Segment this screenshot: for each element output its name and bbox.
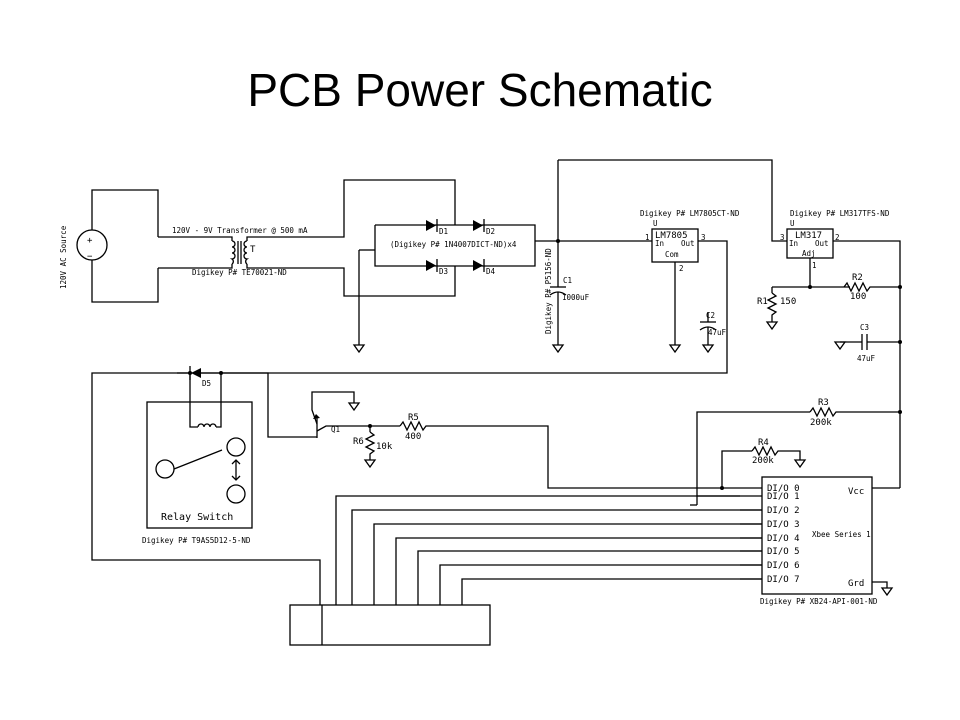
- lm7805-pin3: 3: [701, 233, 706, 242]
- lm7805-out: Out: [681, 239, 695, 248]
- slide-title: PCB Power Schematic: [247, 64, 713, 116]
- bus-wire-dio6: [439, 564, 762, 605]
- lm7805-name: LM7805: [655, 231, 688, 241]
- bus-wire-dio5: [417, 550, 762, 605]
- transformer-designator: T: [250, 245, 256, 255]
- bridge-part: (Digikey P# 1N4007DICT-ND)x4: [390, 240, 517, 249]
- xbee-vcc: Vcc: [848, 487, 864, 497]
- diode-d5: D5: [177, 366, 223, 388]
- regulator-lm317: Digikey P# LM317TFS-ND U LM317 In Out Ad…: [780, 209, 901, 488]
- lm7805-part: Digikey P# LM7805CT-ND: [640, 209, 740, 218]
- bus-wire-dio7: [461, 578, 762, 605]
- lm317-pin3: 3: [780, 233, 785, 242]
- xbee-pin-5: DI/O 5: [767, 547, 800, 557]
- capacitor-c1: C1 1000uF Digikey P# P5156-ND: [544, 159, 787, 345]
- bus-wire-dio1: [335, 495, 740, 605]
- r1-name: R1: [757, 297, 768, 307]
- resistor-r5: R5 400: [368, 413, 740, 489]
- c3-name: C3: [860, 323, 869, 332]
- transformer: 120V - 9V Transformer @ 500 mA T Digikey…: [158, 179, 456, 297]
- xbee-gnd: Grd: [848, 579, 864, 589]
- lm317-u: U: [790, 219, 795, 228]
- r5-name: R5: [408, 413, 419, 423]
- r6-value: 10k: [376, 442, 393, 452]
- r5-value: 400: [405, 432, 421, 442]
- transistor-q1: Q1: [311, 391, 370, 438]
- r6-name: R6: [353, 437, 364, 447]
- xbee-pin-2: DI/O 2: [767, 506, 800, 516]
- lm7805-pin1: 1: [645, 233, 650, 242]
- resistor-r2: R2 100: [808, 273, 902, 302]
- bus-wire-dio2: [351, 509, 762, 605]
- xbee-module: DI/O 0DI/O 1 DI/O 2 DI/O 3 DI/O 4 DI/O 5 DI/O…: [740, 476, 900, 606]
- lm317-pin2: 2: [835, 233, 840, 242]
- c1-name: C1: [563, 276, 572, 285]
- r3-value: 200k: [810, 418, 832, 428]
- ac-source: + − 120V AC Source: [59, 189, 159, 303]
- resistor-r4: R4 200k: [720, 438, 807, 490]
- bus-wire-dio4: [395, 537, 762, 605]
- lm7805-in: In: [655, 239, 664, 248]
- relay-part: Digikey P# T9AS5D12-5-ND: [142, 536, 251, 545]
- xbee-pin-6: DI/O 6: [767, 561, 800, 571]
- lm317-in: In: [789, 239, 798, 248]
- xbee-pin-3: DI/O 3: [767, 520, 800, 530]
- lm317-part: Digikey P# LM317TFS-ND: [790, 209, 890, 218]
- xbee-pin-7: DI/O 7: [767, 575, 800, 585]
- lm317-pin1: 1: [812, 261, 817, 270]
- c1-value: 1000uF: [562, 293, 590, 302]
- xbee-part: Digikey P# XB24-API-001-ND: [760, 597, 878, 606]
- xbee-pin-0: DI/O 0: [767, 484, 800, 494]
- relay-label: Relay Switch: [161, 512, 233, 523]
- resistor-r6: R6 10k: [353, 426, 393, 469]
- xbee-pin-4: DI/O 4: [767, 534, 800, 544]
- d5-name: D5: [202, 379, 211, 388]
- lm7805-pin2: 2: [679, 264, 684, 273]
- resistor-r3: R3 200k: [696, 398, 902, 505]
- lm317-out: Out: [815, 239, 829, 248]
- lm317-adj: Adj: [802, 249, 816, 258]
- xbee-name: Xbee Series 1: [812, 530, 871, 539]
- diode-d4-label: D4: [486, 267, 496, 276]
- ac-source-minus: −: [87, 252, 93, 262]
- regulator-lm7805: Digikey P# LM7805CT-ND U LM7805 In Out C…: [91, 209, 740, 605]
- r2-name: R2: [852, 273, 863, 283]
- r4-name: R4: [758, 438, 769, 448]
- ac-source-label: 120V AC Source: [59, 225, 68, 289]
- c3-value: 47uF: [857, 354, 876, 363]
- transformer-spec: 120V - 9V Transformer @ 500 mA: [172, 226, 308, 235]
- header-connector: [289, 495, 762, 646]
- capacitor-c3: C3 47uF: [840, 323, 902, 363]
- c2-name: C2: [706, 311, 715, 320]
- r2-value: 100: [850, 292, 866, 302]
- c2-value: 47uF: [708, 328, 727, 337]
- lm317-name: LM317: [795, 231, 822, 241]
- capacitor-c2: C2 47uF: [699, 311, 727, 345]
- relay-switch: Relay Switch Digikey P# T9AS5D12-5-ND: [142, 372, 317, 545]
- xbee-pin-1: DI/O 1: [767, 492, 800, 502]
- diode-d1-label: D1: [439, 227, 448, 236]
- ac-source-plus: +: [87, 236, 93, 246]
- diode-d3-label: D3: [439, 267, 448, 276]
- ground-symbols-top: [352, 321, 847, 354]
- resistor-r1: R1 150: [757, 286, 850, 322]
- r1-value: 150: [780, 297, 796, 307]
- diode-d2-label: D2: [486, 227, 495, 236]
- r3-name: R3: [818, 398, 829, 408]
- bus-wire-dio3: [373, 523, 762, 605]
- q1-name: Q1: [331, 425, 340, 434]
- c1-part: Digikey P# P5156-ND: [544, 248, 553, 334]
- bridge-rectifier: D1 D2 D3 D4 (Digikey P# 1N4007DICT-ND)x4: [358, 219, 652, 345]
- lm7805-u: U: [653, 219, 658, 228]
- r4-value: 200k: [752, 456, 774, 466]
- lm7805-com: Com: [665, 250, 679, 259]
- transformer-part: Digikey P# TE70021-ND: [192, 268, 287, 277]
